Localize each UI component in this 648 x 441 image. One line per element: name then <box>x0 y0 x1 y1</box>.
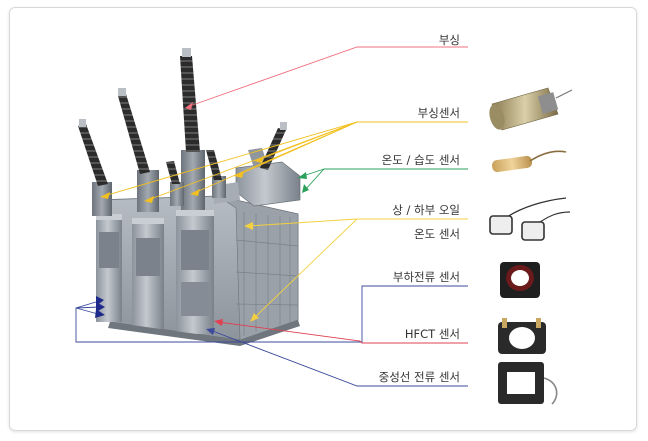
arrowheads <box>95 102 309 335</box>
leader-line-bushing-sensor <box>103 121 468 201</box>
transformer-illustration <box>78 48 301 346</box>
leader-line-load-current <box>75 285 468 343</box>
temp-humidity-sensor-image <box>492 150 567 173</box>
phase-column <box>96 214 122 322</box>
label-bushing: 부싱 <box>439 33 460 47</box>
hfct-sensor-image <box>498 318 546 354</box>
leader-line-bushing <box>186 46 468 108</box>
leader-line-temp-humidity <box>302 168 468 191</box>
label-load-current-sensor: 부하전류 센서 <box>393 270 460 284</box>
oil-temp-sensor-image <box>489 197 571 241</box>
load-current-sensor-image <box>500 262 540 298</box>
label-bushing-sensor: 부싱센서 <box>418 106 460 120</box>
label-neutral-current-sensor: 중성선 전류 센서 <box>379 370 460 384</box>
label-hfct-sensor: HFCT 센서 <box>405 327 460 341</box>
label-oil-temp-line2: 온도 센서 <box>414 227 460 241</box>
bushing-sensor-image <box>489 87 573 131</box>
phase-column <box>132 218 164 330</box>
label-oil-temp-line1: 상 / 하부 오일 <box>392 203 460 217</box>
phase-column <box>176 210 214 334</box>
neutral-current-sensor-image <box>498 362 558 405</box>
label-temp-humidity-sensor: 온도 / 습도 센서 <box>382 153 460 167</box>
leader-line-neutral-current <box>209 329 468 387</box>
leader-line-hfct <box>217 321 468 344</box>
bushing-insulators <box>78 56 286 186</box>
leader-line-oil-temp <box>247 218 468 319</box>
